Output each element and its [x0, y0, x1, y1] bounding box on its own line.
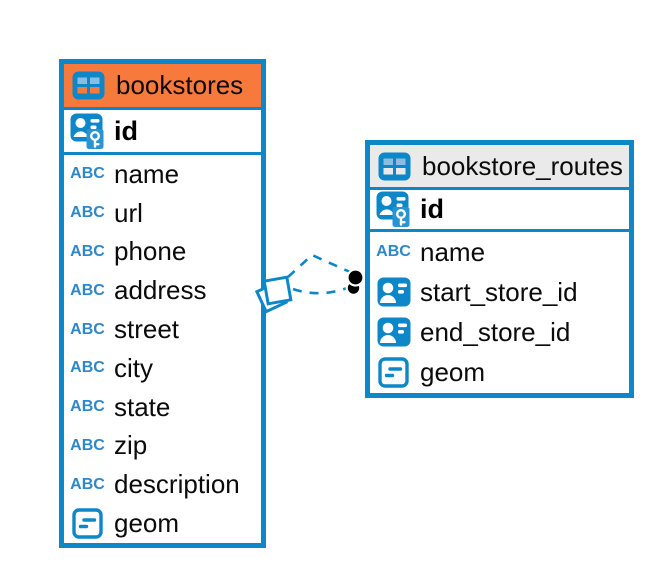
primary-key-icon: [70, 113, 105, 149]
column-row-description[interactable]: ABC description: [64, 465, 261, 504]
foreign-key-icon: [376, 314, 411, 350]
column-name: end_store_id: [420, 316, 571, 347]
column-name: url: [114, 197, 143, 228]
column-row-zip[interactable]: ABC zip: [64, 427, 261, 466]
text-type-icon: ABC: [70, 436, 105, 454]
column-row-city[interactable]: ABC city: [64, 349, 261, 388]
column-name: start_store_id: [420, 276, 578, 307]
table-icon: [377, 148, 412, 184]
column-name: zip: [114, 430, 148, 461]
foreign-key-icon: [376, 274, 411, 310]
table-title: bookstores: [116, 70, 244, 100]
geometry-type-icon: [70, 506, 105, 542]
column-row-url[interactable]: ABC url: [64, 194, 261, 233]
column-row-name[interactable]: ABC name: [64, 155, 261, 194]
text-type-icon: ABC: [70, 475, 105, 493]
primary-key-row[interactable]: id: [370, 190, 629, 232]
column-name: name: [114, 158, 180, 189]
table-icon: [71, 68, 106, 104]
table-title: bookstore_routes: [422, 150, 623, 181]
table-header[interactable]: bookstore_routes: [370, 145, 629, 190]
column-row-name[interactable]: ABC name: [370, 232, 629, 272]
column-row-phone[interactable]: ABC phone: [64, 233, 261, 272]
table-header[interactable]: bookstores: [64, 64, 261, 110]
column-name: name: [420, 236, 486, 267]
column-name: city: [114, 352, 153, 383]
relationship-line[interactable]: [287, 253, 351, 278]
column-name: geom: [114, 508, 180, 539]
column-row-geom[interactable]: geom: [64, 504, 261, 543]
column-row-start_store_id[interactable]: start_store_id: [370, 272, 629, 312]
column-name: description: [114, 469, 240, 500]
text-type-icon: ABC: [70, 398, 105, 416]
text-type-icon: ABC: [70, 165, 105, 183]
column-name: phone: [114, 236, 187, 267]
column-name: id: [114, 115, 138, 146]
table-bookstore-routes[interactable]: bookstore_routes id ABC name start_store_i…: [365, 140, 634, 398]
geometry-type-icon: [376, 355, 411, 391]
primary-key-icon: [376, 191, 411, 228]
column-name: address: [114, 275, 207, 306]
primary-key-row[interactable]: id: [64, 110, 261, 155]
column-name: geom: [420, 357, 486, 388]
column-name: street: [114, 314, 180, 345]
column-name: id: [420, 194, 444, 224]
text-type-icon: ABC: [70, 242, 105, 260]
text-type-icon: ABC: [70, 281, 105, 299]
text-type-icon: ABC: [70, 204, 105, 222]
column-row-geom[interactable]: geom: [370, 353, 629, 393]
column-row-state[interactable]: ABC state: [64, 388, 261, 427]
column-row-address[interactable]: ABC address: [64, 271, 261, 310]
column-row-end_store_id[interactable]: end_store_id: [370, 312, 629, 352]
column-row-street[interactable]: ABC street: [64, 310, 261, 349]
relationship-line[interactable]: [292, 284, 353, 295]
column-name: state: [114, 391, 171, 422]
text-type-icon: ABC: [376, 243, 411, 261]
dot-target-marker[interactable]: [345, 268, 365, 296]
text-type-icon: ABC: [70, 359, 105, 377]
text-type-icon: ABC: [70, 320, 105, 338]
